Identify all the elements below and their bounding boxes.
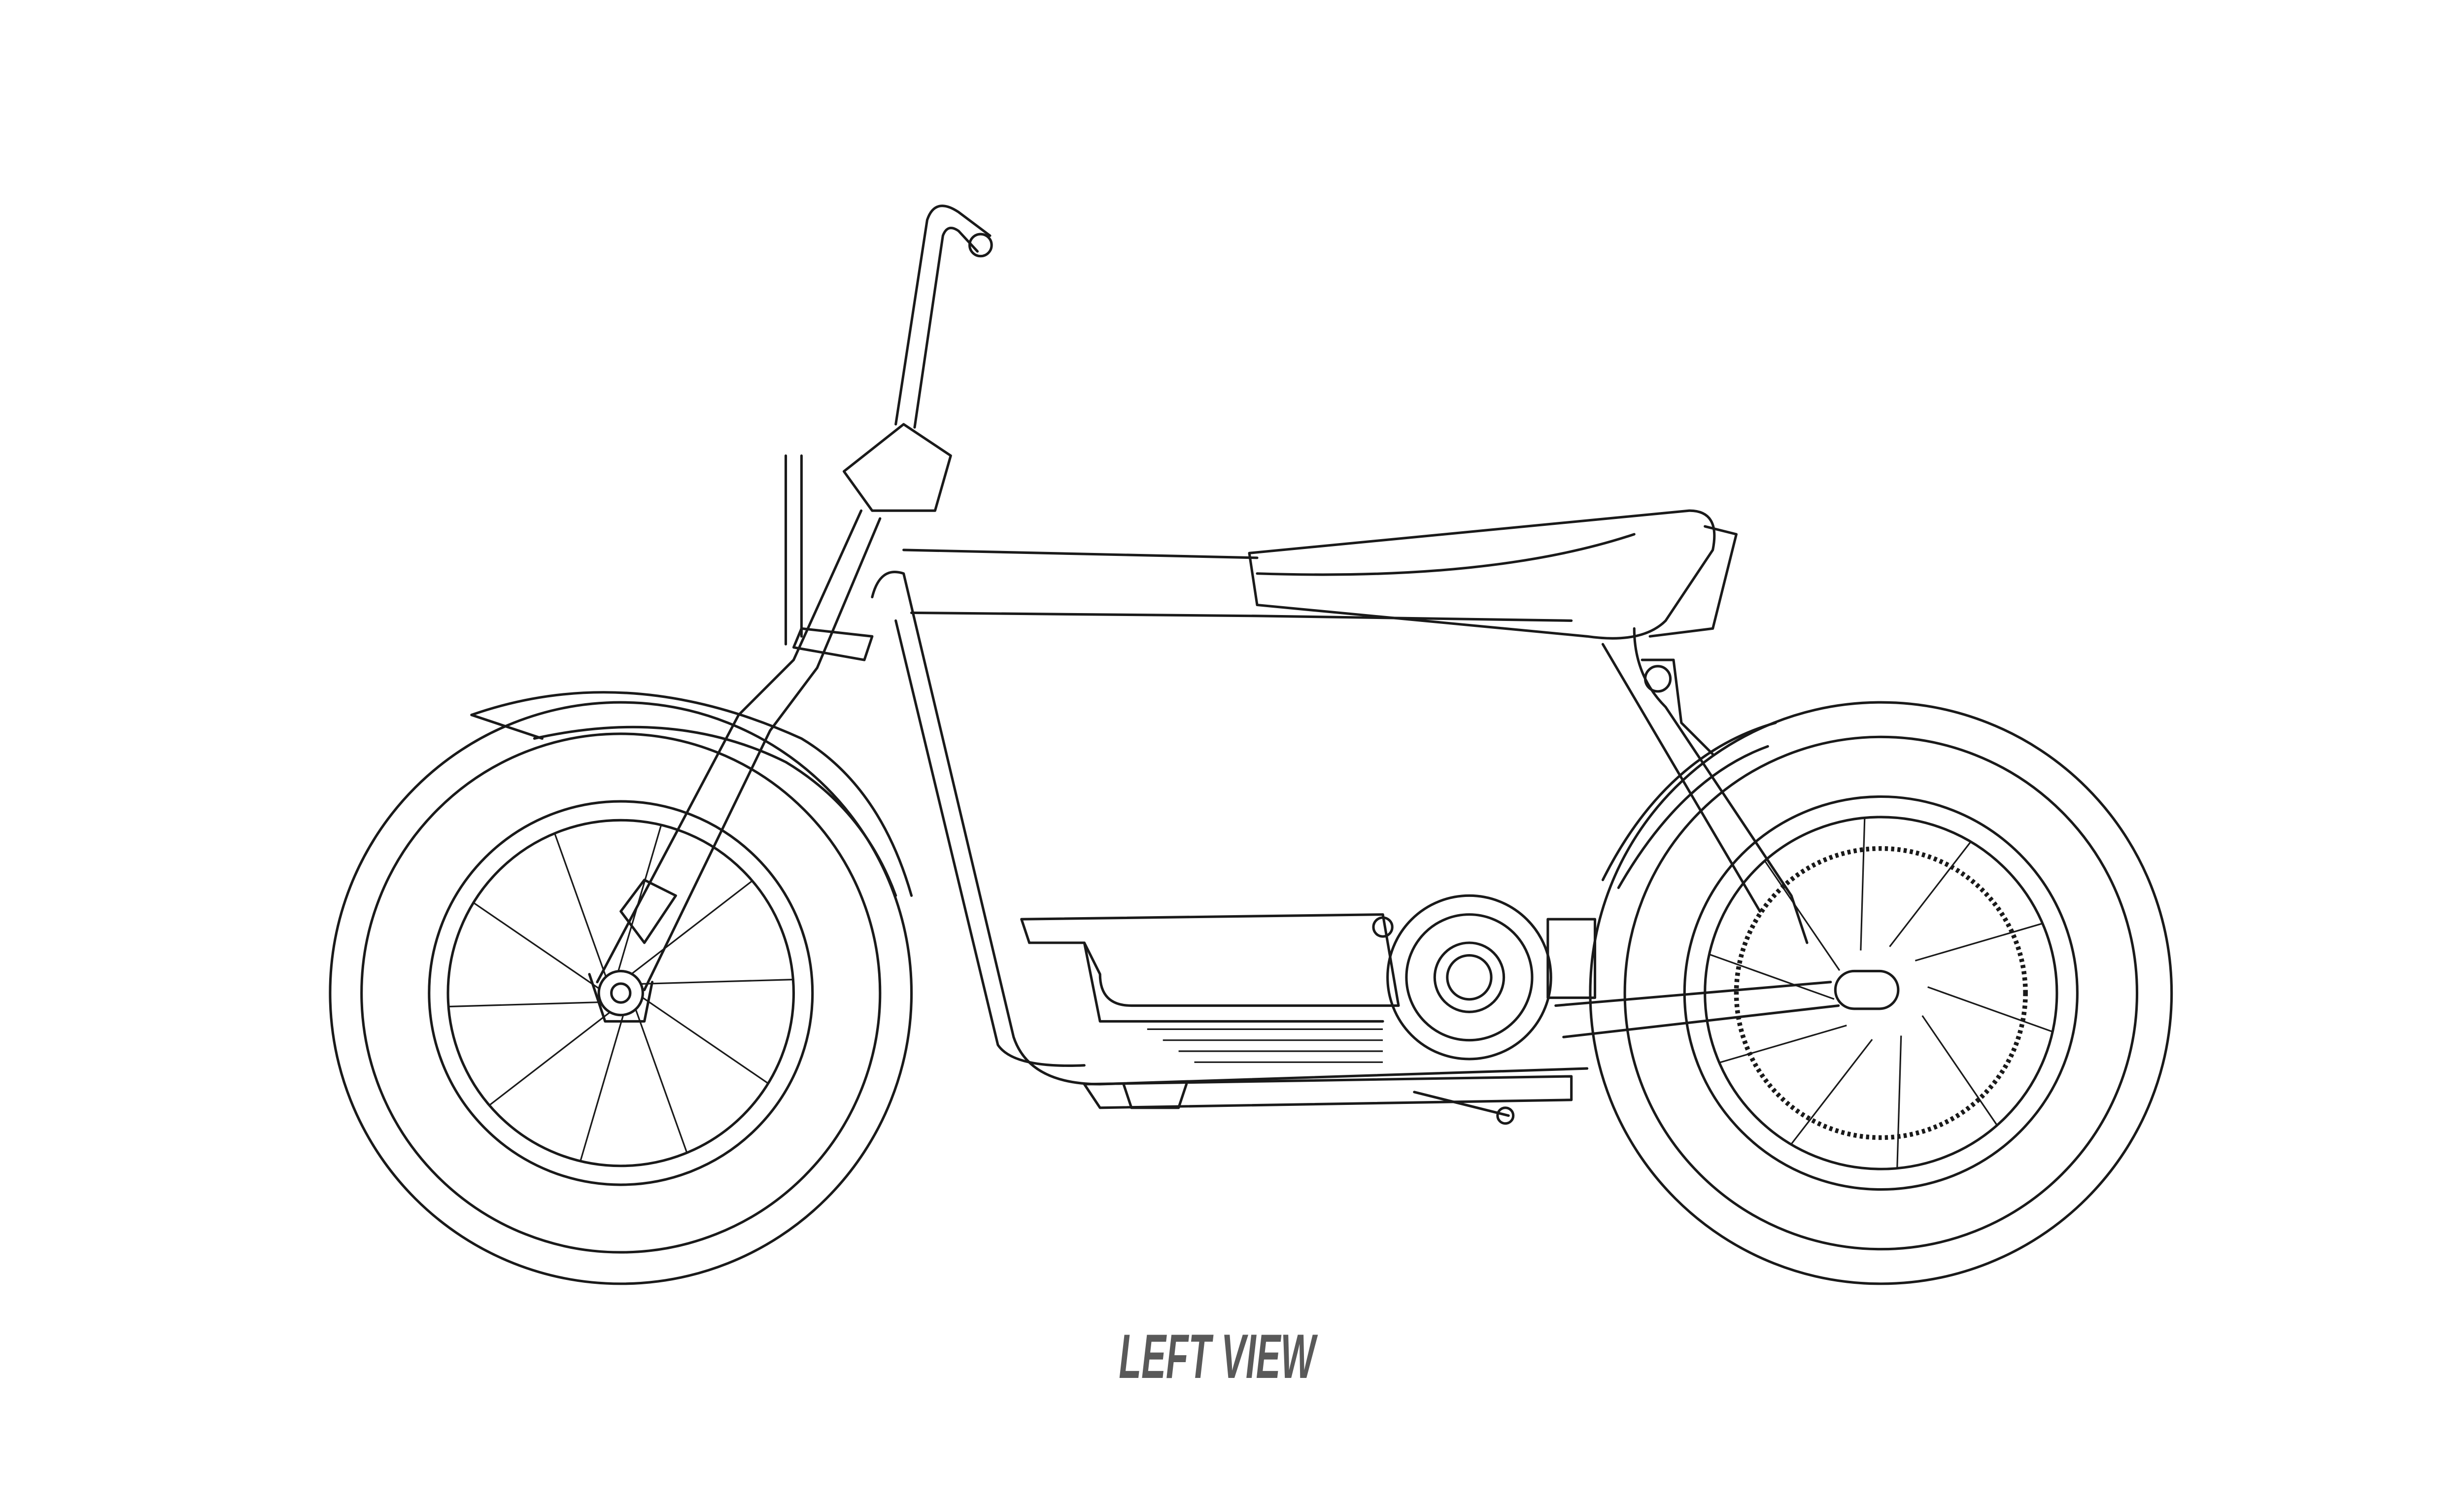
spoke: [1719, 1025, 1847, 1064]
spoke: [642, 996, 769, 1084]
battery-box: [1020, 913, 1573, 1125]
spoke: [489, 1011, 611, 1106]
spoke: [641, 979, 793, 985]
spoke: [1764, 860, 1841, 971]
frame: [871, 549, 1840, 1086]
spoke: [473, 902, 600, 990]
spoke: [554, 833, 607, 977]
motor: [1372, 894, 1597, 1061]
rear-fender: [1601, 721, 1777, 889]
spoke: [617, 824, 662, 972]
spoke: [580, 1014, 624, 1162]
fork-and-handlebar: [588, 205, 993, 1023]
spoke: [1915, 923, 2043, 961]
spoke: [448, 1001, 601, 1008]
rear-sprocket: [1734, 846, 2028, 1140]
spoke: [1927, 986, 2053, 1033]
spoke: [1790, 1039, 1873, 1145]
seat: [1248, 509, 1738, 640]
spoke: [1896, 1035, 1902, 1168]
rear-shock: [1641, 658, 1714, 755]
spoke: [635, 1009, 688, 1153]
front-fender: [470, 691, 913, 897]
spoke: [1921, 1015, 1998, 1126]
spoke: [631, 880, 753, 975]
spoke: [1860, 818, 1866, 951]
spoke: [1709, 954, 1835, 1000]
view-caption: LEFT VIEW: [1119, 1322, 1318, 1392]
spoke: [1889, 841, 1972, 948]
rear-wheel: [1589, 701, 2173, 1285]
front-wheel: [329, 701, 913, 1285]
